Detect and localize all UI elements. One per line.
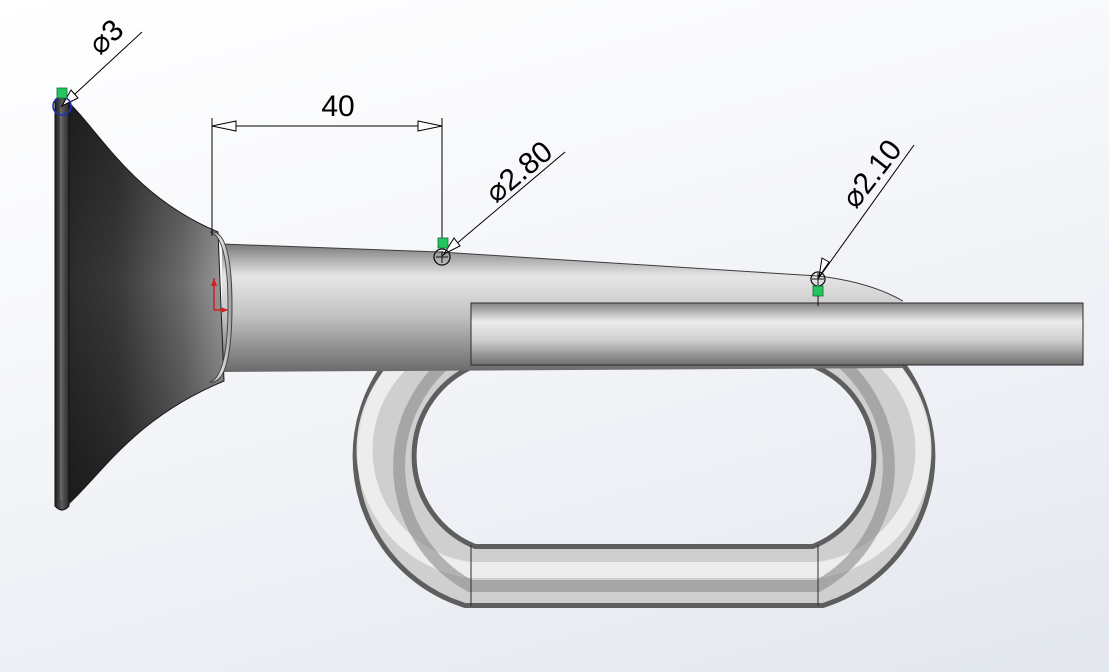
dimension-length[interactable]: 40 [211, 90, 443, 240]
svg-text:⌀3: ⌀3 [82, 13, 130, 61]
svg-text:⌀2.80: ⌀2.80 [479, 135, 559, 209]
arrow-head-icon [442, 237, 461, 256]
dimension-value: 40 [321, 90, 354, 123]
svg-text:⌀2.10: ⌀2.10 [836, 134, 909, 215]
lead-pipe [470, 302, 1084, 366]
bell-collar [209, 231, 233, 383]
endpoint-marker-icon[interactable] [812, 285, 824, 297]
arrow-head-icon [417, 120, 443, 132]
sketch-origin-marker [211, 278, 228, 313]
endpoint-marker-icon[interactable] [437, 237, 449, 249]
arrow-head-icon [211, 120, 237, 132]
tuning-loop [352, 304, 936, 608]
dimension-bell-diameter[interactable]: ⌀3 [52, 13, 143, 116]
arrow-head-icon [818, 257, 830, 278]
dimension-mid-diameter[interactable]: ⌀2.80 [433, 135, 566, 266]
measure-point-marker[interactable] [433, 248, 451, 266]
endpoint-marker-icon[interactable] [56, 87, 68, 99]
bell [54, 94, 225, 512]
